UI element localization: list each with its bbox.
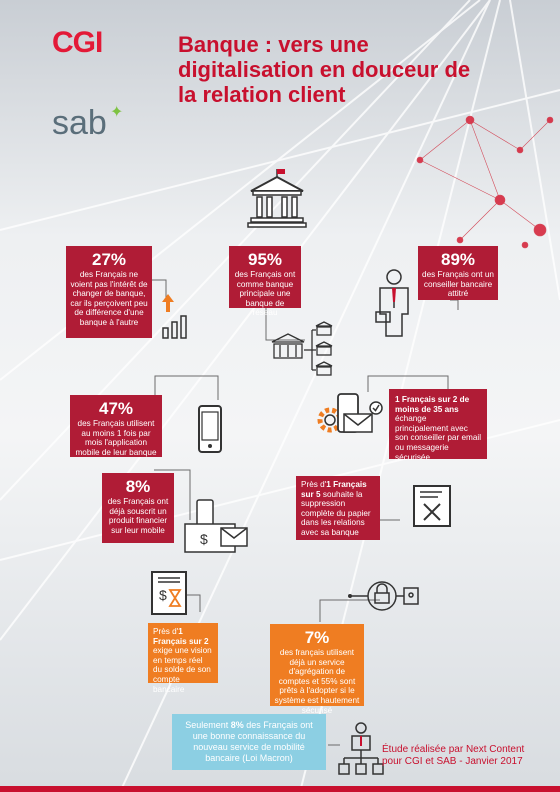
stat-macron-text: des Français ont une bonne connaissance … bbox=[192, 720, 313, 763]
stat-card-7: 7% des français utilisent déjà un servic… bbox=[270, 624, 364, 715]
sab-logo: sab bbox=[52, 104, 107, 142]
stat-89-text: des Français ont un conseiller bancaire … bbox=[422, 270, 494, 299]
stat-card-paper: Près d'1 Français sur 5 souhaite la supp… bbox=[296, 476, 380, 540]
cgi-logo: CGI bbox=[52, 26, 103, 59]
stat-realtime-lead: Près d' bbox=[153, 627, 179, 636]
growth-chart-icon bbox=[162, 294, 187, 339]
no-paper-icon bbox=[413, 485, 451, 527]
statement-hourglass-icon: $ bbox=[151, 571, 187, 615]
smartphone-icon bbox=[198, 405, 222, 453]
stat-card-27: 27% des Français ne voient pas l'intérêt… bbox=[66, 246, 152, 338]
stat-paper-bold: 1 Français sur 5 bbox=[301, 480, 367, 499]
stat-7-text: des français utilisent déjà un service d… bbox=[274, 648, 360, 715]
bank-mobility-icon bbox=[338, 722, 384, 775]
stat-95-percent: 95% bbox=[247, 250, 283, 269]
svg-text:$: $ bbox=[200, 531, 208, 547]
stat-27-text: des Français ne voient pas l'intérêt de … bbox=[70, 270, 148, 327]
bank-icon bbox=[247, 169, 307, 228]
stat-card-95: 95% des Français ont comme banque princi… bbox=[229, 246, 301, 317]
stat-card-young: 1 Français sur 2 de moins de 35 ans écha… bbox=[389, 389, 487, 462]
stat-card-realtime: Près d'1 Français sur 2 exige une vision… bbox=[148, 623, 218, 694]
stat-young-bold: 1 Français sur 2 de moins de 35 ans bbox=[395, 395, 470, 414]
stat-7-percent: 7% bbox=[304, 628, 330, 647]
stat-47-text: des Français utilisent au moins 1 fois p… bbox=[75, 419, 157, 457]
advisor-icon bbox=[375, 269, 409, 337]
stat-realtime-bold: 1 Français sur 2 bbox=[153, 627, 209, 646]
stat-8-percent: 8% bbox=[125, 477, 151, 496]
gear-email-icon bbox=[317, 393, 383, 433]
stat-card-47: 47% des Français utilisent au moins 1 fo… bbox=[70, 395, 162, 457]
mobile-payment-icon: $ bbox=[184, 499, 248, 553]
stat-realtime-text: exige une vision en temps réel du solde … bbox=[153, 646, 212, 694]
stat-89-percent: 89% bbox=[440, 250, 476, 269]
stat-young-text: échange principalement avec son conseill… bbox=[395, 414, 482, 462]
stat-95-text: des Français ont comme banque principale… bbox=[234, 270, 296, 318]
stat-card-89: 89% des Français ont un conseiller banca… bbox=[418, 246, 498, 300]
stat-macron-bold: 8% bbox=[230, 720, 244, 730]
stat-8-text: des Français ont déjà souscrit un produi… bbox=[107, 497, 169, 535]
stat-paper-lead: Près d' bbox=[301, 480, 327, 489]
study-credit: Étude réalisée par Next Content pour CGI… bbox=[382, 744, 525, 767]
bank-network-icon bbox=[271, 321, 333, 376]
page-title: Banque : vers une digitalisation en douc… bbox=[178, 32, 471, 107]
stat-47-percent: 47% bbox=[98, 399, 134, 418]
sab-star-icon: ✦ bbox=[110, 104, 124, 121]
stat-macron-lead: Seulement bbox=[185, 720, 231, 730]
stat-card-8: 8% des Français ont déjà souscrit un pro… bbox=[102, 473, 174, 543]
stat-card-macron: Seulement 8% des Français ont une bonne … bbox=[172, 714, 326, 770]
footer-bar bbox=[0, 786, 560, 792]
stat-27-percent: 27% bbox=[91, 250, 127, 269]
stat-paper-text: souhaite la suppression complète du papi… bbox=[301, 489, 371, 537]
secure-aggregation-icon bbox=[348, 581, 419, 611]
svg-text:$: $ bbox=[159, 587, 167, 603]
